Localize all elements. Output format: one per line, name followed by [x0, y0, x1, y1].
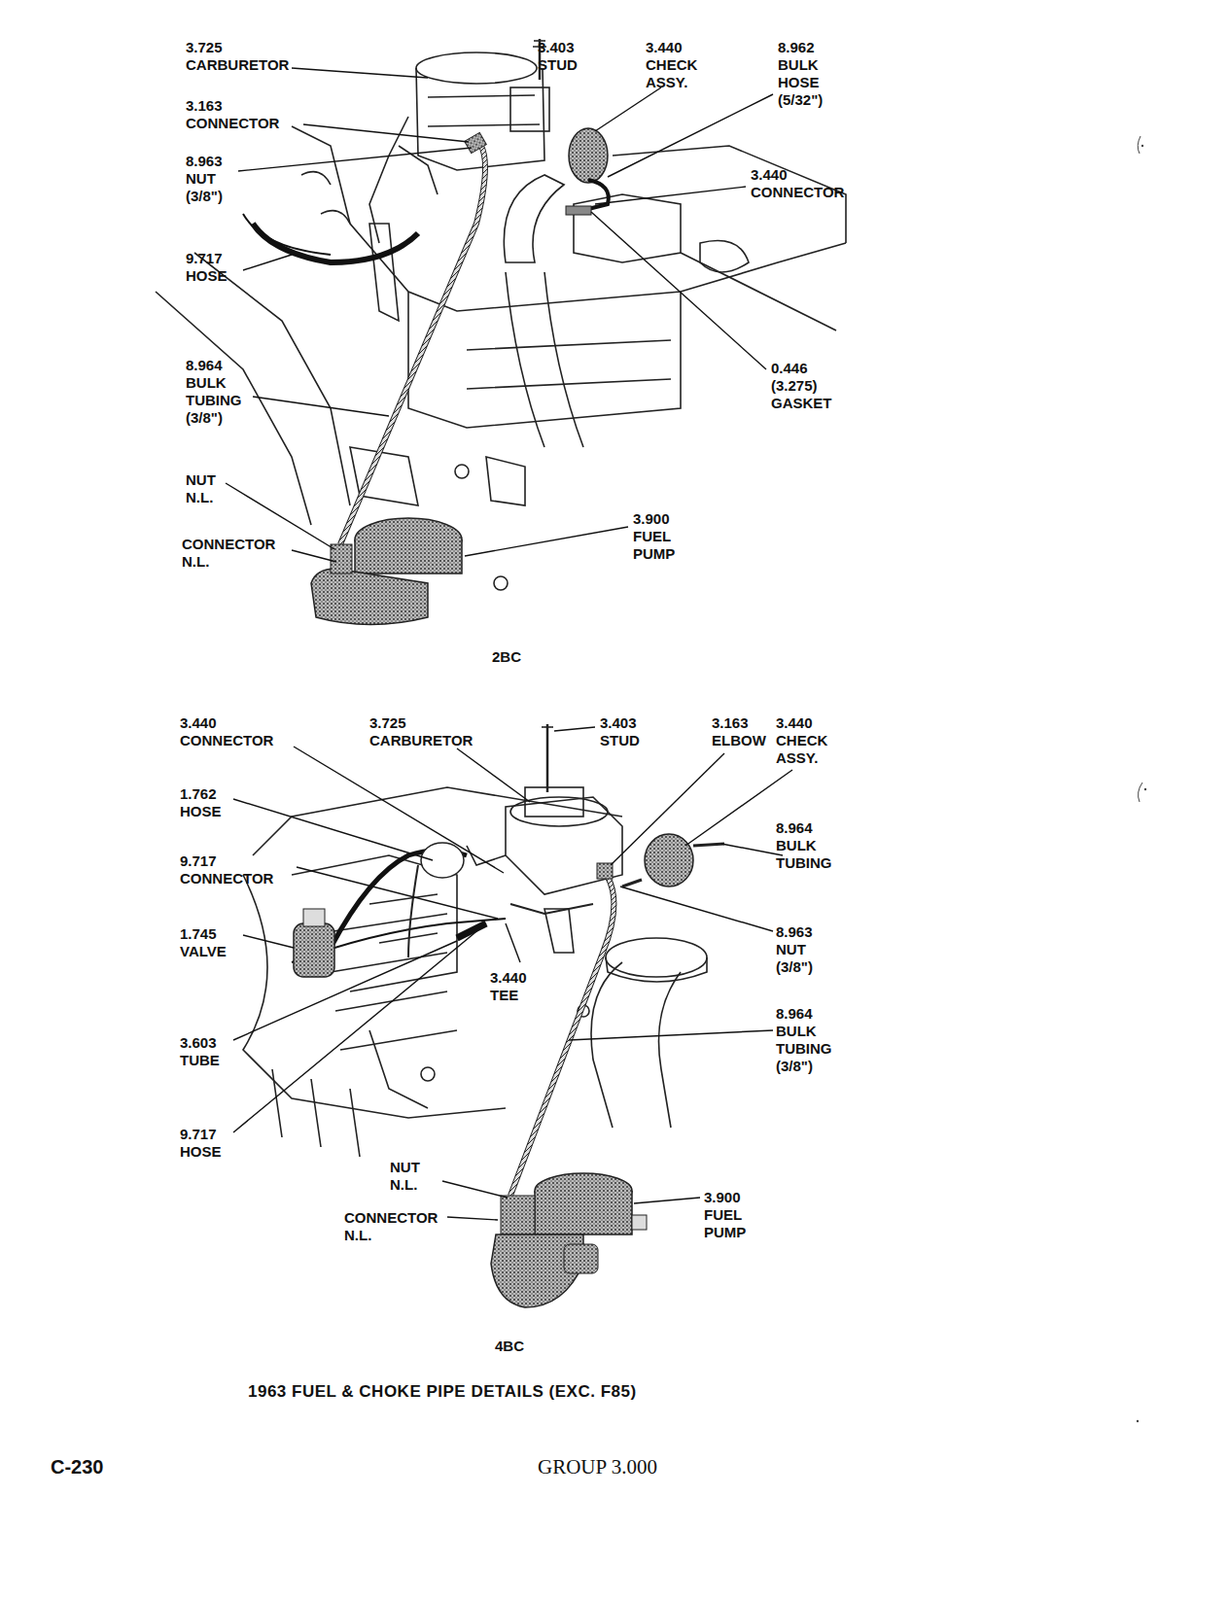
- part-callout: CONNECTOR N.L.: [344, 1209, 438, 1245]
- part-callout: 8.962 BULK HOSE (5/32"): [777, 38, 823, 109]
- part-callout: 9.717 CONNECTOR: [179, 852, 274, 888]
- part-callout: 8.963 NUT (3/8"): [775, 923, 813, 977]
- group-number: GROUP 3.000: [537, 1458, 658, 1476]
- part-callout: NUT N.L.: [389, 1158, 421, 1194]
- page-title: 1963 FUEL & CHOKE PIPE DETAILS (EXC. F85…: [247, 1383, 637, 1402]
- view-label: 2BC: [491, 648, 522, 667]
- bottom-engine: [243, 724, 707, 1158]
- part-callout: 3.163 CONNECTOR: [185, 97, 280, 133]
- part-callout: 3.725 CARBURETOR: [185, 38, 289, 74]
- part-callout: 3.440 CHECK ASSY.: [645, 38, 698, 92]
- part-callout: 3.900 FUEL PUMP: [703, 1189, 746, 1242]
- part-callout: 3.163 ELBOW: [711, 714, 767, 750]
- page-number: C-230: [50, 1458, 104, 1476]
- part-callout: 3.725 CARBURETOR: [369, 714, 473, 750]
- scan-specks: [1136, 136, 1147, 1423]
- part-callout: 1.745 VALVE: [179, 925, 227, 961]
- part-callout: 8.963 NUT (3/8"): [185, 152, 223, 206]
- part-callout: 3.603 TUBE: [179, 1034, 220, 1070]
- part-callout: 3.440 TEE: [490, 969, 527, 1005]
- top-engine: [155, 38, 846, 591]
- leader-lines: [233, 727, 793, 1221]
- leader-lines: [225, 46, 773, 562]
- part-callout: 3.440 CHECK ASSY.: [775, 714, 828, 768]
- part-callout: NUT N.L.: [185, 471, 216, 507]
- part-callout: 3.440 CONNECTOR: [179, 714, 274, 750]
- part-callout: 3.403 STUD: [599, 714, 640, 750]
- part-callout: 8.964 BULK TUBING: [775, 819, 832, 873]
- part-callout: 9.717 HOSE: [185, 249, 228, 285]
- part-callout: 1.762 HOSE: [179, 785, 222, 821]
- part-callout: 3.900 FUEL PUMP: [632, 510, 675, 563]
- part-callout: CONNECTOR N.L.: [181, 535, 276, 571]
- part-callout: 3.440 CONNECTOR: [750, 166, 844, 202]
- part-callout: 9.717 HOSE: [179, 1125, 222, 1161]
- part-callout: 3.403 STUD: [537, 38, 578, 74]
- part-callout: 0.446 (3.275) GASKET: [771, 359, 833, 413]
- part-callout: 8.964 BULK TUBING (3/8"): [775, 1005, 832, 1076]
- part-callout: 8.964 BULK TUBING (3/8"): [185, 356, 242, 427]
- view-label: 4BC: [494, 1337, 525, 1356]
